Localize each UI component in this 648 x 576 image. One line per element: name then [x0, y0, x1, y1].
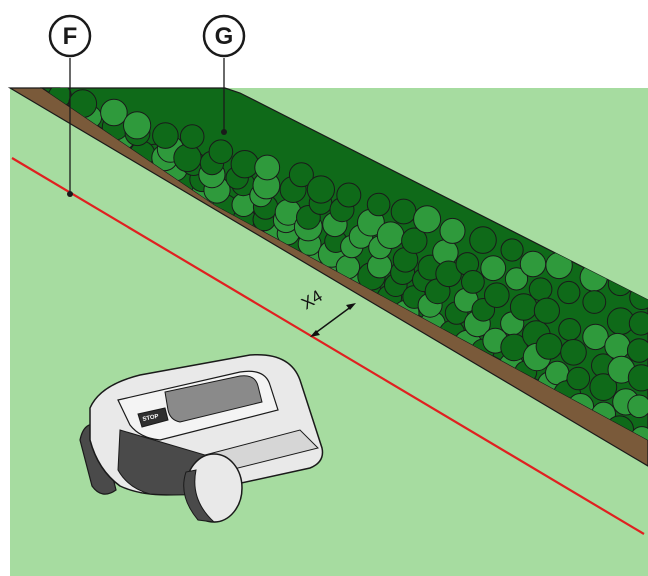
- callout-g: G: [202, 14, 246, 135]
- hedge-bush: [173, 143, 202, 173]
- hedge-bush: [626, 338, 648, 363]
- hedge-bush: [230, 150, 260, 179]
- hedge-bush: [533, 297, 561, 324]
- hedge-bush: [152, 122, 179, 149]
- hedge-bush: [528, 277, 553, 302]
- hedge-bush: [557, 280, 581, 305]
- hedge-bush: [376, 221, 405, 249]
- hedge-bush: [628, 311, 648, 336]
- hedge-bush: [254, 154, 281, 181]
- hedge-bush: [504, 267, 529, 291]
- stop-button-label: STOP: [142, 414, 159, 423]
- hedge-bush: [439, 217, 466, 244]
- hedge-bush: [484, 282, 510, 309]
- callout-f-label: F: [63, 23, 78, 50]
- hedge-bush: [589, 373, 618, 402]
- hedge-bush: [366, 192, 391, 217]
- hedge-bush: [179, 124, 205, 149]
- hedge-bush: [469, 226, 497, 254]
- hedge-bush: [558, 318, 582, 341]
- hedge-bush: [627, 394, 648, 419]
- callout-g-label: G: [215, 23, 234, 50]
- hedge-bush: [560, 339, 587, 366]
- hedge-bush: [519, 250, 547, 278]
- hedge-bush: [401, 227, 428, 254]
- hedge-bush: [390, 198, 417, 225]
- hedge-bush: [500, 238, 524, 262]
- hedge-bush: [604, 332, 631, 360]
- hedge-bush: [535, 333, 563, 360]
- callout-f: F: [48, 14, 92, 197]
- hedge-bush: [413, 205, 442, 234]
- hedge-bush: [582, 290, 607, 314]
- hedge-bush: [461, 270, 485, 294]
- hedge-bush: [566, 366, 591, 391]
- hedge-bush: [100, 98, 128, 127]
- robot-mower: STOP: [79, 353, 324, 523]
- hedge-bush: [336, 182, 362, 208]
- hedge-bush: [123, 111, 152, 140]
- hedge-bush: [208, 139, 234, 164]
- hedge-bush: [288, 162, 314, 188]
- boundary-wire: [11, 157, 645, 535]
- hedge-bush: [480, 255, 507, 282]
- hedge-bush: [306, 175, 335, 204]
